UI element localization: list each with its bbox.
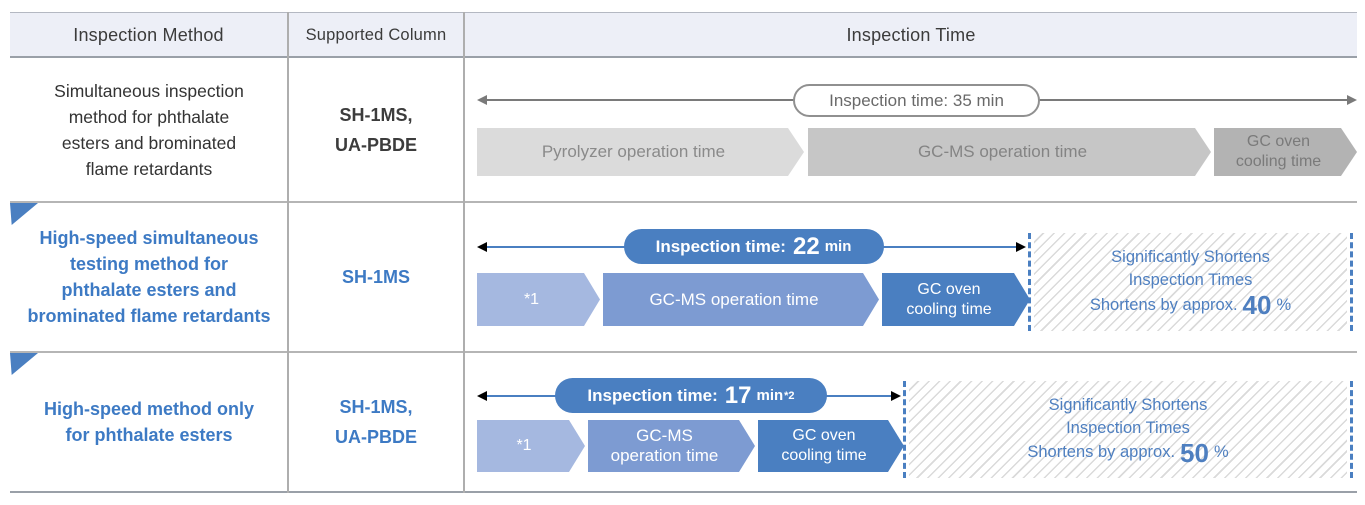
row2-benefit-value: 40 bbox=[1242, 290, 1272, 320]
row3-inspection-time-pill: Inspection time: 17 min *2 bbox=[555, 378, 827, 413]
header-supported-column: Supported Column bbox=[305, 25, 447, 44]
row-separator-1 bbox=[10, 201, 1357, 203]
row2-pill-unit: min bbox=[824, 238, 852, 255]
header-inspection-method: Inspection Method bbox=[73, 24, 224, 45]
row1-method-label: Simultaneous inspection method for phtha… bbox=[54, 80, 244, 179]
row3-pill-unit: min bbox=[756, 387, 784, 404]
row2-time-saved-region: Significantly Shortens Inspection Times … bbox=[1034, 233, 1347, 331]
row2-pill-value: 22 bbox=[792, 232, 820, 260]
row2-method-label: High-speed simultaneous testing method f… bbox=[27, 227, 271, 326]
column-divider-2 bbox=[463, 12, 465, 493]
row2-benefit-prefix: Shortens by approx. bbox=[1089, 295, 1238, 314]
row2-benefit-unit: % bbox=[1276, 295, 1292, 314]
row3-benefit-prefix: Shortens by approx. bbox=[1027, 443, 1176, 461]
row2-segment-gcms: GC-MS operation time bbox=[603, 273, 879, 326]
row3-boundary-dashed-line-left bbox=[903, 381, 906, 478]
row2-arrowhead-left-icon bbox=[477, 242, 487, 252]
row3-pill-note: *2 bbox=[784, 389, 795, 402]
row3-segment-pretreatment: *1 bbox=[477, 420, 585, 472]
row1-inspection-time-pill: Inspection time: 35 min bbox=[793, 84, 1040, 117]
row2-supported-column: SH-1MS bbox=[341, 266, 410, 287]
row3-benefit-unit: % bbox=[1213, 443, 1229, 461]
table-bottom-border bbox=[10, 491, 1357, 493]
row3-arrowhead-right-icon bbox=[891, 391, 901, 401]
row3-pill-value: 17 bbox=[724, 381, 752, 409]
row2-benefit-text: Significantly Shortens Inspection Times bbox=[1111, 248, 1270, 289]
row3-time-saved-region: Significantly Shortens Inspection Times … bbox=[909, 381, 1347, 478]
row3-boundary-dashed-line-right bbox=[1350, 381, 1353, 478]
column-divider-1 bbox=[287, 12, 289, 493]
row1-segment-gc-oven-cooling: GC oven cooling time bbox=[1214, 128, 1357, 176]
row1-supported-column: SH-1MS, UA-PBDE bbox=[334, 104, 417, 155]
row3-supported-column: SH-1MS, UA-PBDE bbox=[334, 396, 417, 447]
row3-benefit-text: Significantly Shortens Inspection Times bbox=[1048, 395, 1208, 437]
row1-arrowhead-right-icon bbox=[1347, 95, 1357, 105]
row3-benefit-value: 50 bbox=[1180, 437, 1209, 468]
row2-pill-label: Inspection time: bbox=[655, 236, 786, 256]
row2-inspection-time-pill: Inspection time: 22 min bbox=[624, 229, 884, 264]
row3-segment-gcms: GC-MS operation time bbox=[588, 420, 755, 472]
row3-benefit-percentage-line: Shortens by approx. 50 % bbox=[1027, 440, 1228, 466]
row2-boundary-dashed-line-right bbox=[1350, 233, 1353, 331]
row2-segment-gc-oven-cooling: GC oven cooling time bbox=[882, 273, 1030, 326]
table-header-background bbox=[10, 13, 1357, 57]
table-top-border bbox=[10, 12, 1357, 13]
row2-boundary-dashed-line-left bbox=[1028, 233, 1031, 331]
row3-pill-label: Inspection time: bbox=[587, 385, 718, 405]
header-bottom-border bbox=[10, 56, 1357, 58]
row1-segment-pyrolyzer: Pyrolyzer operation time bbox=[477, 128, 804, 176]
row-separator-2 bbox=[10, 351, 1357, 353]
row1-segment-gcms: GC-MS operation time bbox=[808, 128, 1211, 176]
row2-benefit-percentage-line: Shortens by approx. 40 % bbox=[1090, 292, 1291, 318]
row1-arrowhead-left-icon bbox=[477, 95, 487, 105]
header-inspection-time: Inspection Time bbox=[846, 24, 976, 45]
row3-method-label: High-speed method only for phthalate est… bbox=[43, 398, 254, 445]
row2-arrowhead-right-icon bbox=[1016, 242, 1026, 252]
row2-segment-pretreatment: *1 bbox=[477, 273, 600, 326]
row3-segment-gc-oven-cooling: GC oven cooling time bbox=[758, 420, 904, 472]
row3-arrowhead-left-icon bbox=[477, 391, 487, 401]
